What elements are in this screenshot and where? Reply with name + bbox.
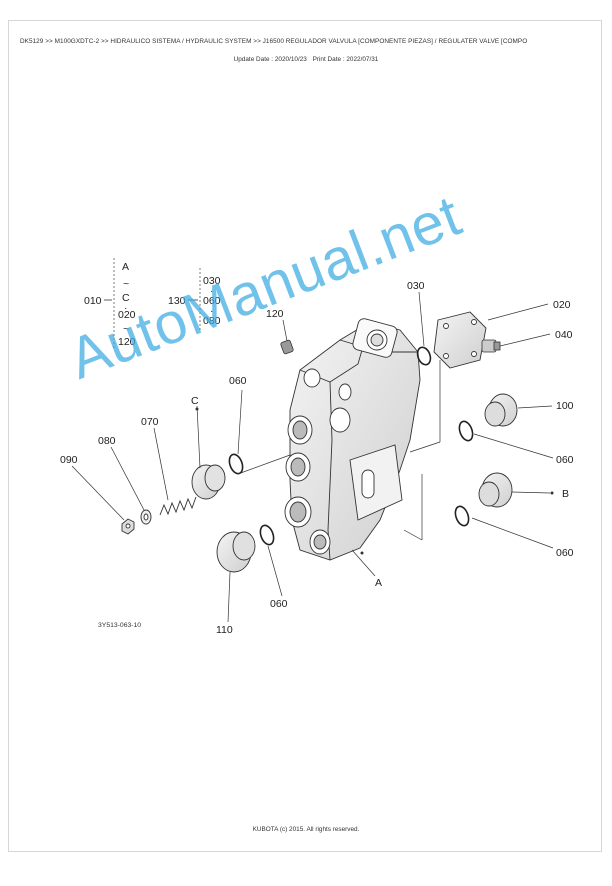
part-060-oring-bottom [259,524,275,546]
callout-labels: 120 030 020 040 100 060 060 060 060 070 … [60,280,574,636]
part-060-oring-right-bottom [454,505,470,527]
legend-130-dot2: · [210,305,214,317]
part-090-nut [121,518,135,535]
callout-110: 110 [216,624,233,636]
part-070-spring [159,496,197,516]
callout-120: 120 [266,308,284,320]
part-080-washer [140,509,152,525]
legend-130-ref: 130 [168,295,186,307]
part-060-oring-right-top [458,420,474,442]
page-frame [8,20,602,852]
footer-copyright: KUBOTA (c) 2015. All rights reserved. [252,826,360,833]
legend-130-dot1: · [210,285,214,297]
legend-130-030: 030 [203,275,221,287]
legend-010-020: 020 [118,309,136,321]
part-100-plug [484,393,518,427]
legend-010-dot: · [124,302,128,314]
legend-010-tilde2: ~ [123,323,129,335]
callout-030: 030 [407,280,425,292]
part-110-plug [216,531,256,573]
callout-100: 100 [556,400,574,412]
legend-010-ref: 010 [84,295,102,307]
date-line: Update Date : 2020/10/23 Print Date : 20… [0,56,612,63]
callout-060-left: 060 [229,375,247,387]
breadcrumb: DK5129 >> M100GXDTC-2 >> HIDRAULICO SIST… [20,38,528,45]
callout-070: 070 [141,416,159,428]
print-date: Print Date : 2022/07/31 [312,56,379,63]
part-c-plug [191,464,226,500]
legend-130-060: 060 [203,295,221,307]
legend-010-a: A [122,261,129,273]
update-date: Update Date : 2020/10/23 [233,56,307,63]
part-120-plug [280,339,294,355]
legend-010: 010 A ~ C · 020 ~ 120 [84,258,136,348]
part-020-cover [433,311,487,369]
callout-020: 020 [553,299,571,311]
callout-080: 080 [98,435,116,447]
valve-body-drawing [284,318,421,561]
legend-130-080: 080 [203,315,221,327]
callout-040: 040 [555,329,573,341]
legend-130: 130 030 · 060 · 080 [168,268,221,330]
label-c: C [191,395,199,407]
part-030-oring [416,346,432,366]
figure-code: 3Y513-063-10 [98,622,142,629]
callout-060-right-bottom: 060 [556,547,574,559]
callout-060-right-top: 060 [556,454,574,466]
part-plug-b [478,472,513,508]
leader-lines [71,291,554,623]
legend-010-120: 120 [118,336,136,348]
callout-060-bottom: 060 [270,598,288,610]
legend-010-tilde1: ~ [123,278,129,290]
label-b: B [562,488,569,500]
legend-010-c: C [122,292,130,304]
callout-090: 090 [60,454,78,466]
label-a: A [375,577,382,589]
